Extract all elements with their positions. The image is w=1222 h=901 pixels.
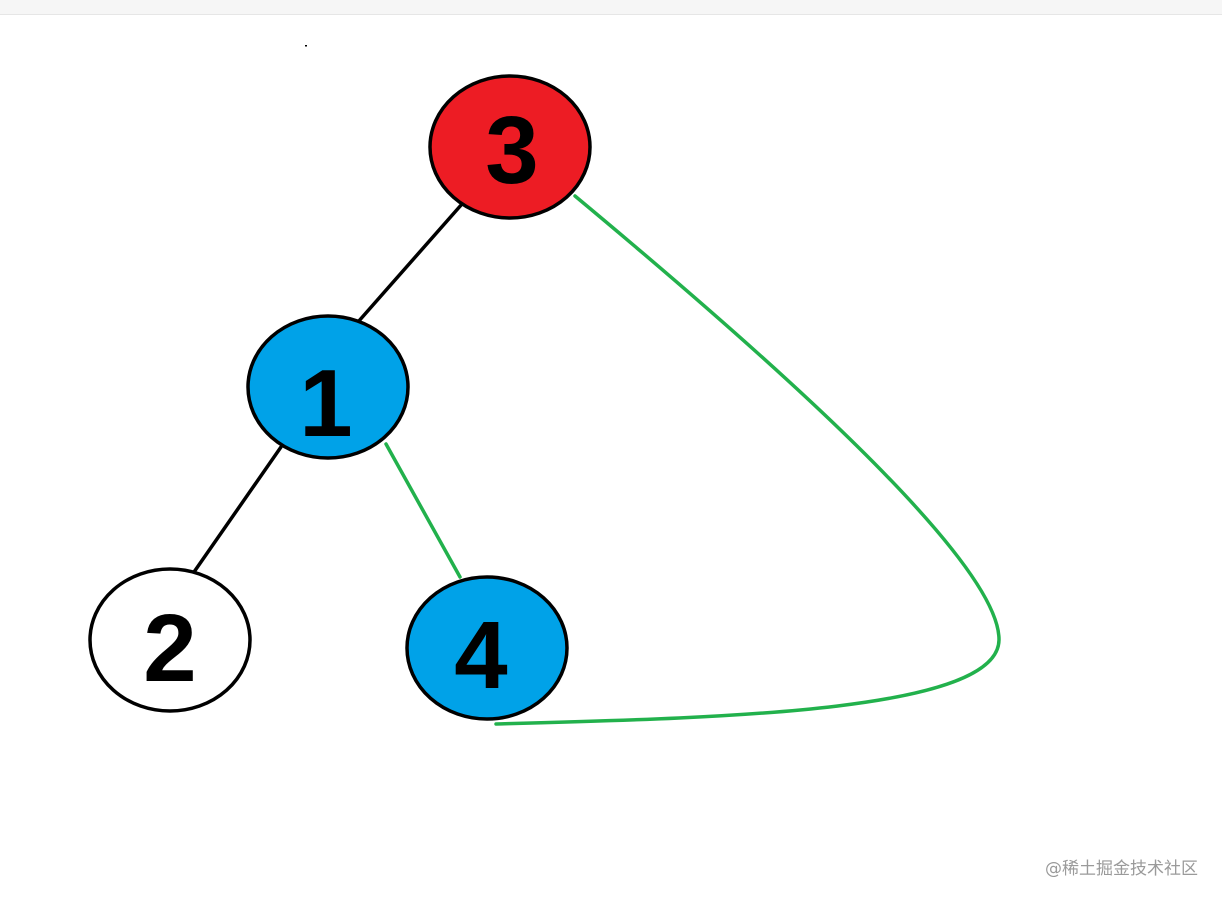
edge-3-1 [356,202,464,324]
tree-node-1: 1 [246,314,410,460]
tree-node-4: 4 [405,575,569,721]
node-label: 4 [454,602,507,709]
stray-dot [305,45,307,47]
tree-node-2: 2 [88,567,252,713]
top-toolbar-strip [0,0,1222,15]
node-circle [246,314,410,460]
tree-node-3: 3 [428,74,592,220]
node-circle [428,74,592,220]
edge-1-2 [192,445,283,574]
node-label: 3 [485,97,538,204]
node-label: 1 [299,350,352,457]
edge-1-4 [384,442,462,579]
watermark-text: @稀土掘金技术社区 [1045,859,1198,879]
node-circle [88,567,252,713]
node-circle [405,575,569,721]
edge-3-4 [494,194,1001,726]
node-label: 2 [143,595,196,702]
